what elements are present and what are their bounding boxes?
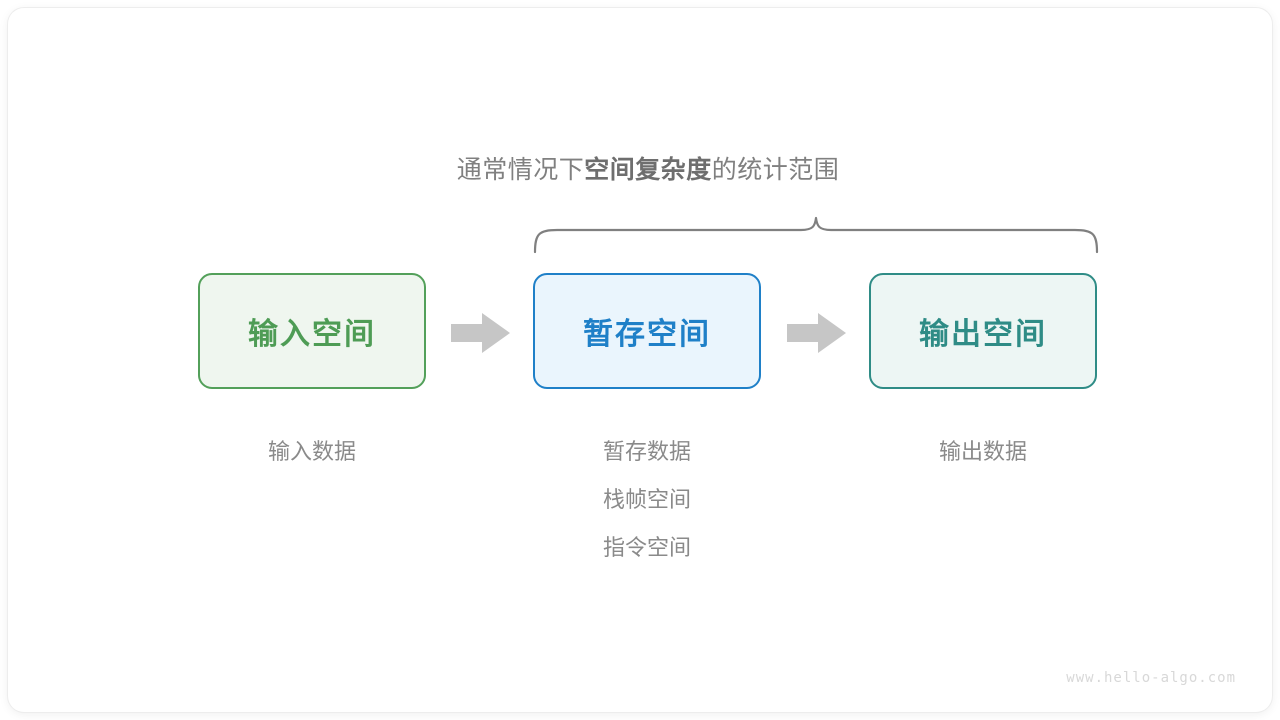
range-caption-emphasis: 空间复杂度 — [584, 156, 712, 184]
box-buffer-space[interactable]: 暂存空间 — [533, 273, 761, 389]
range-caption-suffix: 的统计范围 — [711, 156, 840, 184]
box-output-space-label: 输出空间 — [919, 318, 1047, 351]
range-caption-prefix: 通常情况下 — [456, 156, 585, 184]
caption-line: 输入数据 — [267, 439, 356, 464]
box-output-space[interactable]: 输出空间 — [869, 273, 1097, 389]
captions-buffer-space: 暂存数据 栈帧空间 指令空间 — [533, 428, 761, 572]
curly-brace-icon — [533, 216, 1099, 254]
captions-output-space: 输出数据 — [869, 428, 1097, 476]
box-input-space[interactable]: 输入空间 — [198, 273, 426, 389]
captions-input-space: 输入数据 — [198, 428, 426, 476]
caption-line: 输出数据 — [938, 439, 1027, 464]
box-input-space-label: 输入空间 — [248, 318, 376, 351]
watermark: www.hello-algo.com — [1066, 670, 1236, 686]
caption-line: 暂存数据 — [602, 439, 691, 464]
caption-line: 指令空间 — [602, 535, 691, 560]
arrow-right-icon-2 — [787, 313, 846, 353]
box-buffer-space-label: 暂存空间 — [583, 318, 711, 351]
arrow-right-icon-1 — [451, 313, 510, 353]
diagram-card: 通常情况下空间复杂度的统计范围 输入空间 暂存空间 输出空间 输入数据 — [8, 8, 1272, 712]
caption-line: 栈帧空间 — [602, 487, 691, 512]
range-caption: 通常情况下空间复杂度的统计范围 — [8, 153, 1280, 187]
